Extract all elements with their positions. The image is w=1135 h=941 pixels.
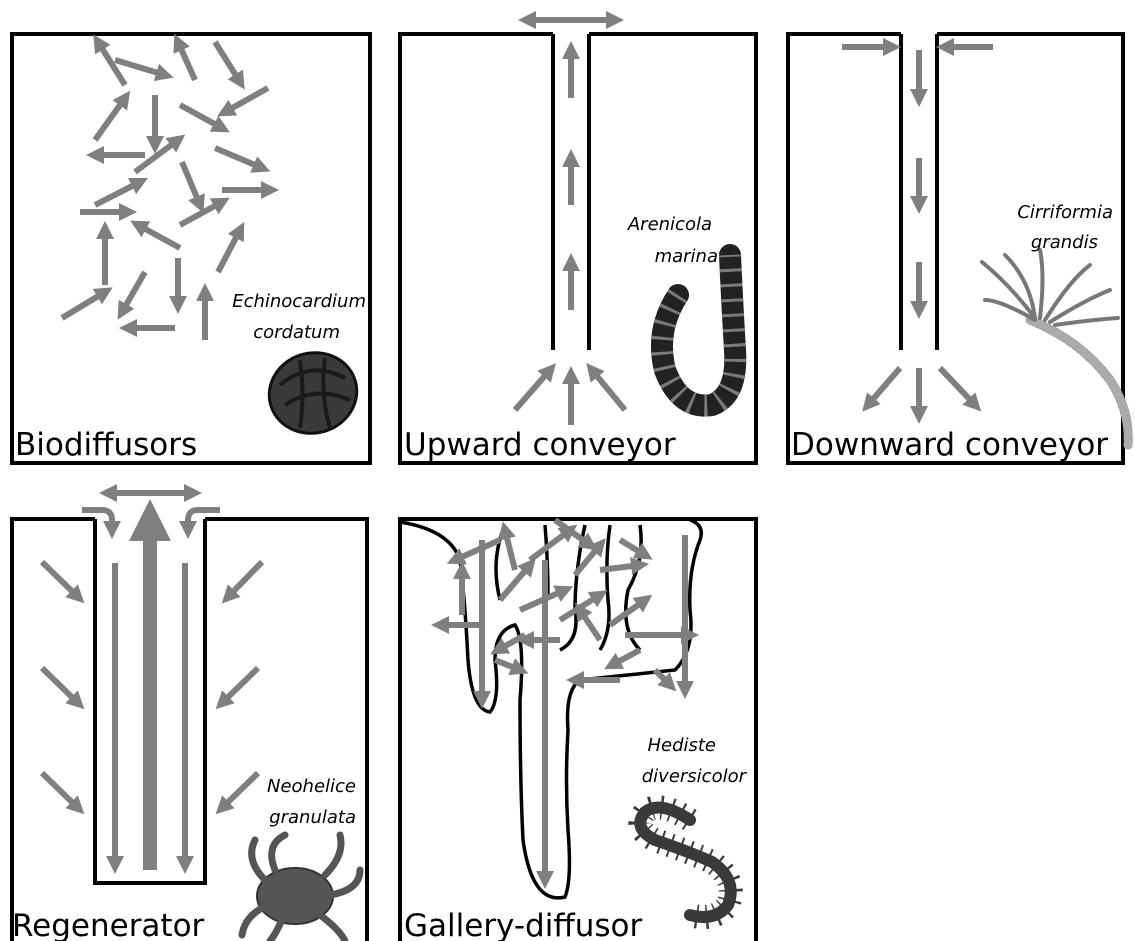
panel-title: Gallery-diffusor xyxy=(404,908,642,941)
panel-gallery-diffusor: Hediste diversicolor Gallery-diffusor xyxy=(400,519,756,941)
regenerator-flow-arrows xyxy=(42,493,262,870)
species-name-line1: Cirriformia xyxy=(1017,202,1113,223)
species-name-line2: marina xyxy=(655,246,718,267)
neohelice-crab-illustration xyxy=(242,835,360,941)
cirriformia-illustration xyxy=(982,250,1128,445)
panel-biodiffusors: Echinocardium cordatum Biodiffusors xyxy=(12,34,370,463)
species-name-line1: Arenicola xyxy=(627,214,712,235)
arenicola-illustration xyxy=(662,255,735,406)
echinocardium-illustration xyxy=(260,343,366,443)
species-name-line1: Echinocardium xyxy=(232,291,366,312)
panel-title: Regenerator xyxy=(12,908,205,941)
panel-title: Upward conveyor xyxy=(404,427,676,463)
downward-flow-arrows xyxy=(842,47,993,415)
species-name-line2: granulata xyxy=(269,807,356,828)
panel-title: Biodiffusors xyxy=(15,427,197,463)
gallery-frame xyxy=(400,519,756,941)
panel-upward-conveyor: Arenicola marina Upward conveyor xyxy=(400,20,756,463)
panel-downward-conveyor: Cirriformia grandis Downward conveyor xyxy=(788,34,1128,463)
panel-title: Downward conveyor xyxy=(791,427,1108,463)
hediste-worm-illustration xyxy=(640,808,730,918)
panel-regenerator: Neohelice granulata Regenerator xyxy=(12,493,367,941)
species-name-line1: Hediste xyxy=(647,735,716,756)
species-name-line2: diversicolor xyxy=(642,766,748,787)
species-name-line2: cordatum xyxy=(253,322,340,343)
upward-flow-arrows xyxy=(515,20,625,425)
species-name-line1: Neohelice xyxy=(267,776,356,797)
species-name-line2: grandis xyxy=(1031,232,1098,253)
